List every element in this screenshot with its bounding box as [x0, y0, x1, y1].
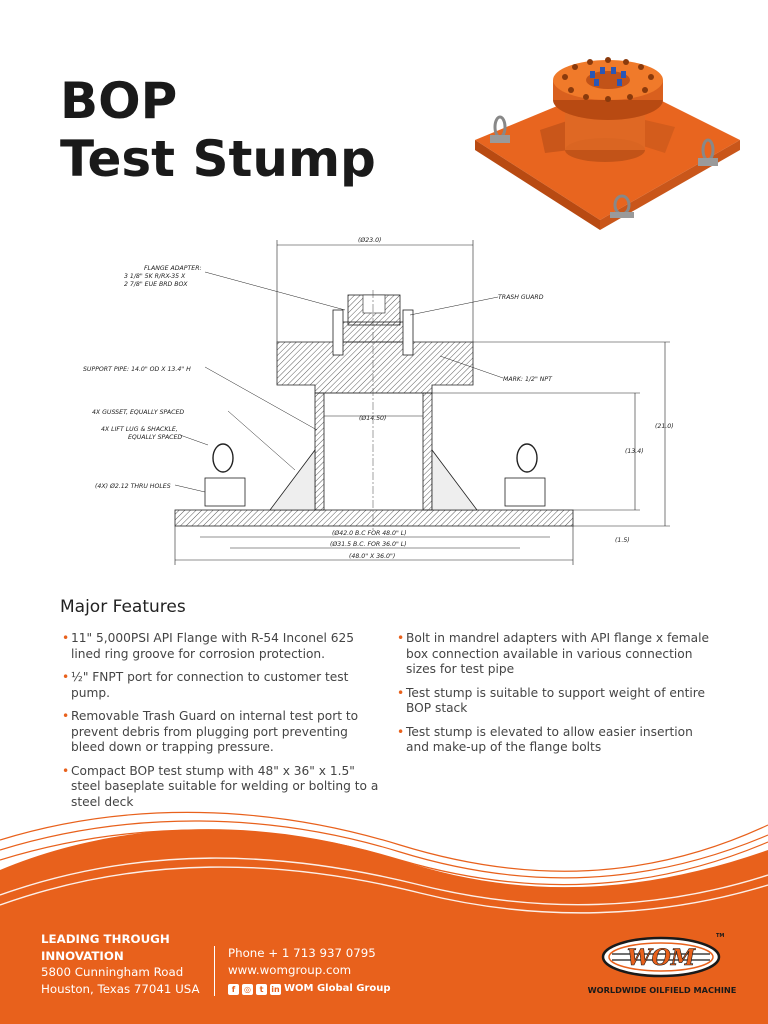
- feature-item: Removable Trash Guard on internal test p…: [62, 709, 382, 756]
- label-thru-holes: (4X) Ø2.12 THRU HOLES: [95, 482, 171, 490]
- footer-tagline-2: INNOVATION: [41, 948, 124, 963]
- footer-wave: [0, 811, 768, 1024]
- dim-inner: (Ø14.50): [359, 414, 386, 422]
- company-name: WORLDWIDE OILFIELD MACHINE: [587, 985, 737, 995]
- footer-address-1: 5800 Cunningham Road: [41, 965, 184, 979]
- dim-134: (13.4): [625, 448, 644, 455]
- footer-social-label: WOM Global Group: [284, 983, 391, 994]
- label-flange-adapter: FLANGE ADAPTER:: [144, 265, 202, 272]
- instagram-icon[interactable]: ◎: [242, 983, 253, 995]
- title-line-1: BOP: [60, 72, 178, 130]
- features-title: Major Features: [60, 597, 186, 617]
- dim-21: (21.0): [655, 423, 674, 430]
- label-trash-guard: TRASH GUARD: [498, 294, 544, 301]
- footer-address-2: Houston, Texas 77041 USA: [41, 981, 200, 996]
- footer-contact-block: Phone + 1 713 937 0795 www.womgroup.com …: [228, 945, 391, 998]
- label-mark: MARK: 1/2" NPT: [503, 376, 553, 383]
- technical-drawing: (Ø23.0) FLANGE ADAPTER: 3 1/8" 5K R/RX-3…: [83, 236, 674, 565]
- footer-tagline-1: LEADING THROUGH: [41, 932, 170, 946]
- features-list-right: Bolt in mandrel adapters with API flange…: [397, 631, 717, 764]
- footer-phone: Phone + 1 713 937 0795: [228, 946, 376, 960]
- feature-item: ½" FNPT port for connection to customer …: [62, 670, 382, 701]
- title-line-2: Test Stump: [60, 130, 376, 188]
- feature-item: Compact BOP test stump with 48" x 36" x …: [62, 764, 382, 811]
- wom-logo: WOM TM: [601, 933, 724, 978]
- trademark: TM: [716, 933, 724, 939]
- dim-15: (1.5): [615, 537, 630, 544]
- footer-address-block: LEADING THROUGH INNOVATION 5800 Cunningh…: [41, 931, 200, 997]
- label-flange-adapter-l2: 3 1/8" 5K R/RX-35 X: [124, 273, 186, 280]
- product-photo: [475, 57, 740, 230]
- feature-item: Test stump is suitable to support weight…: [397, 686, 717, 717]
- label-flange-adapter-l3: 2 7/8" EUE BRD BOX: [124, 281, 188, 288]
- label-support-pipe: SUPPORT PIPE: 14.0" OD X 13.4" H: [83, 366, 191, 373]
- footer-social: f ◎ t in WOM Global Group: [228, 981, 391, 998]
- feature-item: 11" 5,000PSI API Flange with R-54 Incone…: [62, 631, 382, 662]
- dim-top: (Ø23.0): [358, 236, 381, 244]
- footer-website[interactable]: www.womgroup.com: [228, 962, 352, 977]
- dim-bc42: (Ø42.0 B.C FOR 48.0" L): [332, 529, 407, 537]
- dim-base: (48.0" X 36.0"): [349, 553, 395, 560]
- page-title: BOP Test Stump: [60, 72, 376, 188]
- label-gusset: 4X GUSSET, EQUALLY SPACED: [92, 409, 184, 416]
- label-lift-lug: 4X LIFT LUG & SHACKLE,: [101, 426, 178, 433]
- twitter-icon[interactable]: t: [256, 983, 267, 995]
- features-list-left: 11" 5,000PSI API Flange with R-54 Incone…: [62, 631, 382, 818]
- logo-text: WOM: [627, 945, 696, 971]
- facebook-icon[interactable]: f: [228, 983, 239, 995]
- label-lift-lug-l2: EQUALLY SPACED: [128, 434, 182, 441]
- feature-item: Test stump is elevated to allow easier i…: [397, 725, 717, 756]
- footer-divider: [214, 946, 215, 996]
- feature-item: Bolt in mandrel adapters with API flange…: [397, 631, 717, 678]
- dim-bc315: (Ø31.5 B.C. FOR 36.0" L): [330, 540, 407, 548]
- linkedin-icon[interactable]: in: [270, 983, 281, 995]
